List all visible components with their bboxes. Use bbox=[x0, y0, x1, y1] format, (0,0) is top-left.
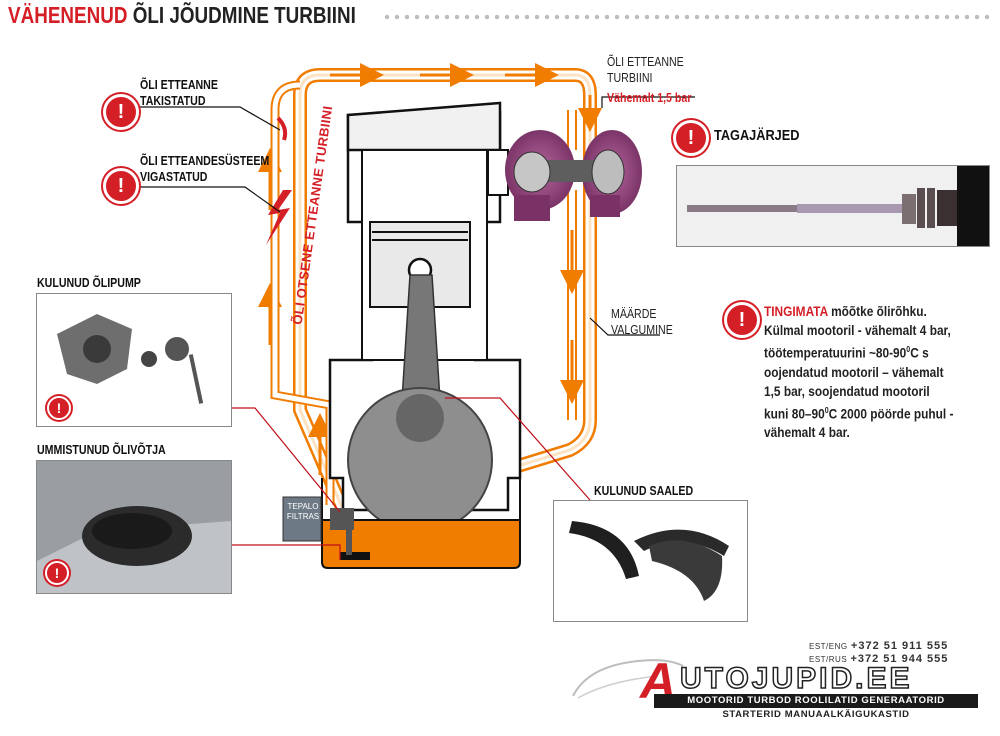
label-worn-pump: KULUNUD ÕLIPUMP bbox=[37, 276, 141, 290]
note-line6-a: kuni 80–90 bbox=[764, 406, 825, 421]
oil-pickup-photo: ! bbox=[36, 460, 232, 594]
note-line6: kuni 80–900C 2000 pöörde puhul - bbox=[764, 401, 1000, 424]
oil-supply-pipe bbox=[293, 68, 597, 515]
red-leader-lines bbox=[230, 397, 591, 560]
note-line6-b: C 2000 pöörde puhul - bbox=[828, 406, 954, 421]
label-supply-blocked: ÕLI ETTEANNE TAKISTATUD bbox=[140, 77, 218, 109]
failure-bolt bbox=[266, 190, 292, 245]
blockage-mark bbox=[276, 116, 288, 141]
oil-sump bbox=[321, 519, 521, 569]
oil-pump-photo: ! bbox=[36, 293, 232, 427]
turbocharger bbox=[487, 130, 642, 221]
title-main: ÕLI JÕUDMINE TURBIINI bbox=[132, 2, 356, 28]
warning-icon-note: ! bbox=[724, 302, 760, 338]
logo-brand: UTOJUPID.EE bbox=[679, 661, 913, 696]
note-line3-sup: 0 bbox=[906, 345, 911, 354]
note-line5: 1,5 bar, soojendatud mootoril bbox=[764, 383, 930, 399]
title-highlight: VÄHENENUD bbox=[8, 2, 128, 28]
turbo-shaft-photo bbox=[676, 165, 990, 247]
contact-prefix-1: EST/ENG bbox=[809, 642, 848, 651]
logo-tagline-2: STARTERID MANUAALKÄIGUKASTID bbox=[722, 709, 910, 720]
turbo-shaft-image bbox=[677, 166, 989, 246]
page-title: VÄHENENUD ÕLI JÕUDMINE TURBIINI bbox=[8, 2, 356, 29]
title-dotted-rule bbox=[382, 13, 992, 21]
note-line1: TINGIMATA mõõtke õlirõhku. bbox=[764, 302, 1000, 321]
left-feed-line bbox=[270, 80, 335, 505]
note-line2: Külmal mootoril - vähemalt 4 bar, bbox=[764, 323, 951, 338]
note-line3: töötemperatuurini ~80-900C s bbox=[764, 340, 1000, 363]
note-line4: oojendatud mootoril – vähemalt bbox=[764, 364, 944, 380]
engine-block bbox=[328, 101, 522, 533]
contact-line-1: EST/ENG +372 51 911 555 bbox=[809, 640, 948, 652]
logo-tagline-bar: MOOTORID TURBOD ROOLILATID GENERAATORID bbox=[654, 694, 978, 708]
note-line6-sup: 0 bbox=[824, 405, 829, 415]
label-turbo-min-pressure: Vähemalt 1,5 bar bbox=[607, 91, 692, 105]
warning-icon-pump: ! bbox=[47, 396, 71, 420]
note-line7: vähemalt 4 bar. bbox=[764, 425, 850, 440]
leader-lines bbox=[140, 96, 695, 336]
contact-number-1: +372 51 911 555 bbox=[850, 640, 949, 652]
label-system-damaged-line1: ÕLI ETTEANDESÜSTEEM bbox=[140, 154, 270, 168]
contact-number-2: +372 51 944 555 bbox=[850, 653, 949, 665]
note-line1-rest: mõõtke õlirõhku. bbox=[827, 304, 927, 319]
label-turbo-supply-line2: TURBIINI bbox=[607, 71, 653, 85]
label-turbo-supply: ÕLI ETTEANNE TURBIINI bbox=[607, 54, 684, 86]
label-supply-blocked-line2: TAKISTATUD bbox=[140, 94, 206, 108]
label-lubrication-leak-line2: VALGUMINE bbox=[611, 323, 673, 337]
label-filter-line2: FILTRAS bbox=[286, 512, 320, 521]
oil-pickup bbox=[340, 552, 370, 560]
note-line3-a: töötemperatuurini ~80-90 bbox=[764, 345, 907, 361]
warning-icon-system-damaged: ! bbox=[103, 168, 139, 204]
label-lubrication-leak: MÄÄRDE VALGUMINE bbox=[611, 306, 673, 338]
label-worn-bearings: KULUNUD SAALED bbox=[594, 484, 694, 498]
label-system-damaged: ÕLI ETTEANDESÜSTEEM VIGASTATUD bbox=[140, 153, 269, 185]
note-line3-b: C s bbox=[910, 345, 929, 361]
label-turbo-supply-line1: ÕLI ETTEANNE bbox=[607, 55, 684, 69]
label-clogged-pickup: UMMISTUNUD ÕLIVÕTJA bbox=[37, 443, 166, 457]
label-supply-blocked-line1: ÕLI ETTEANNE bbox=[140, 78, 218, 92]
label-filter-line1: TEPALO bbox=[287, 502, 319, 511]
logo-tagline-1: MOOTORID TURBOD ROOLILATID GENERAATORID bbox=[687, 695, 945, 706]
flow-arrows bbox=[258, 63, 602, 475]
warning-icon-pickup: ! bbox=[45, 561, 69, 585]
warning-icon-consequences: ! bbox=[673, 120, 709, 156]
note-highlight: TINGIMATA bbox=[764, 304, 828, 319]
contact-prefix-2: EST/RUS bbox=[809, 655, 848, 664]
car-outline-logo bbox=[572, 659, 684, 699]
warning-icon-supply-blocked: ! bbox=[103, 94, 139, 130]
contact-line-2: EST/RUS +372 51 944 555 bbox=[809, 653, 948, 665]
label-consequences: TAGAJÄRJED bbox=[714, 127, 800, 144]
label-system-damaged-line2: VIGASTATUD bbox=[140, 170, 208, 184]
pressure-note: TINGIMATA mõõtke õlirõhku. Külmal mootor… bbox=[764, 302, 1000, 442]
oil-filter-box bbox=[282, 496, 322, 542]
bearings-image bbox=[569, 521, 729, 601]
label-filter: TEPALO FILTRAS bbox=[285, 502, 321, 522]
bearings-photo bbox=[553, 500, 748, 622]
oil-pump-image bbox=[57, 314, 204, 404]
oil-pickup-image bbox=[37, 461, 231, 593]
label-lubrication-leak-line1: MÄÄRDE bbox=[611, 307, 657, 321]
